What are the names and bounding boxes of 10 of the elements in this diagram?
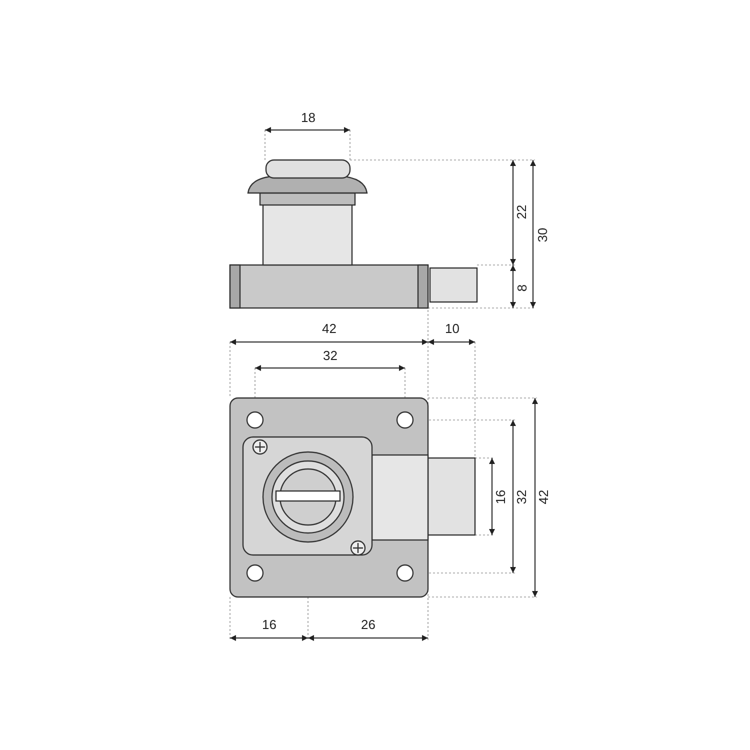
dimension-label: 32 xyxy=(322,349,338,363)
dimension-label: 30 xyxy=(536,226,550,244)
dimension-label: 10 xyxy=(444,322,460,336)
dimension-label: 42 xyxy=(321,322,338,336)
dimension-label: 26 xyxy=(360,618,376,632)
dimension-label: 16 xyxy=(494,488,508,506)
dimension-label: 18 xyxy=(300,111,316,125)
dimension-label: 32 xyxy=(515,488,530,506)
dimension-label: 16 xyxy=(261,618,278,632)
dimension-label: 8 xyxy=(515,283,530,293)
